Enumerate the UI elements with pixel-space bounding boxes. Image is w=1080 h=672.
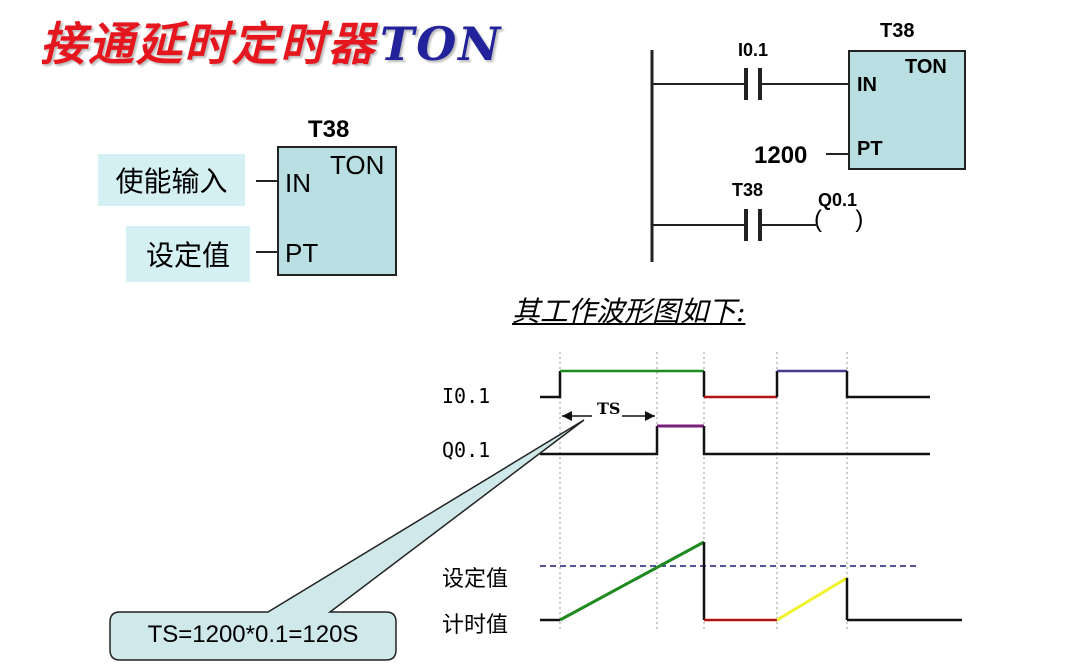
ladder-in-pin: IN <box>857 74 877 96</box>
ladder-coil-symbol: ( ) <box>814 206 864 233</box>
q01-wave-low-end <box>702 426 930 456</box>
ladder-timer-name: T38 <box>880 20 915 42</box>
ladder-preset-value: 1200 <box>754 142 808 169</box>
waveform-subtitle: 其工作波形图如下: <box>512 295 746 328</box>
preset-line-label: 设定值 <box>442 566 509 591</box>
enable-input-label: 使能输入 <box>98 154 245 206</box>
i01-wave-low-end <box>845 371 930 399</box>
timer-ramp-1 <box>559 540 705 622</box>
signal-q01-label: Q0.1 <box>442 438 491 462</box>
title-english: TON <box>380 17 503 71</box>
ts-label: TS <box>597 399 621 418</box>
signal-i01-label: I0.1 <box>442 384 491 408</box>
timer-ramp-2 <box>776 576 848 622</box>
ladder-contact1-label: I0.1 <box>738 40 769 60</box>
page-title: 接通延时定时器TON <box>40 8 502 74</box>
ladder-type-label: TON <box>905 56 947 78</box>
i01-wave-low-start <box>540 371 562 399</box>
callout-balloon <box>109 419 585 661</box>
ladder-ton-box <box>848 50 966 170</box>
q01-wave-low-start <box>540 426 659 456</box>
timer-value-label: 计时值 <box>442 612 509 637</box>
left-pt-pin: PT <box>285 238 319 268</box>
ladder-pt-pin: PT <box>857 138 883 160</box>
left-timer-name: T38 <box>308 116 350 143</box>
preset-label: 设定值 <box>126 226 250 282</box>
ts-arrowhead-right <box>645 411 655 421</box>
ts-formula-callout: TS=1200*0.1=120S <box>147 621 359 648</box>
title-chinese: 接通延时定时器 <box>40 17 376 71</box>
left-type-label: TON <box>330 150 385 180</box>
ts-arrowhead-left <box>562 411 572 421</box>
left-in-pin: IN <box>285 168 311 198</box>
ladder-coil-label: Q0.1 <box>818 190 858 210</box>
ladder-contact2-label: T38 <box>732 180 764 200</box>
left-ton-box <box>277 146 397 276</box>
